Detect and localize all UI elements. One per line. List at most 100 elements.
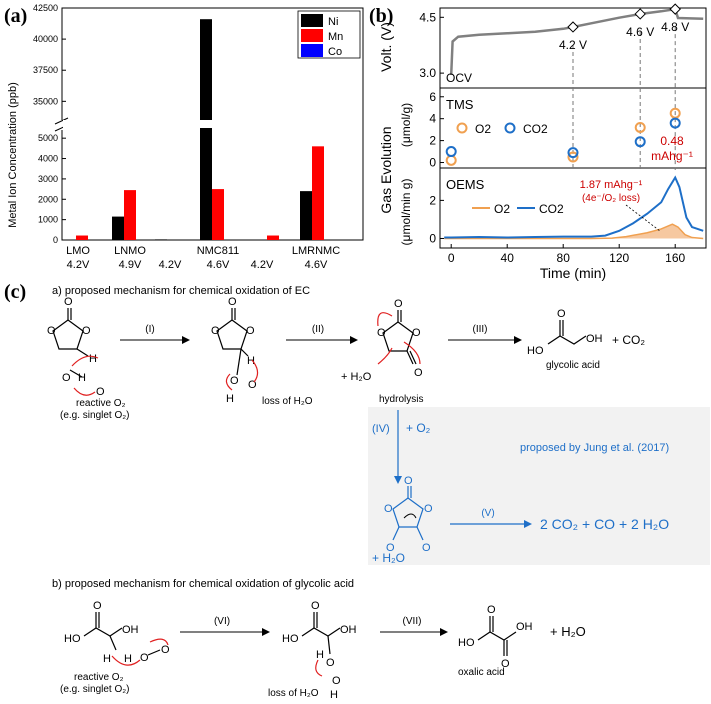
category-voltage-1: 4.9V [119, 259, 142, 271]
ytick-label-upper-1: 37500 [33, 65, 58, 75]
oxalic-ho: HO [458, 637, 475, 649]
oems-units-ylabel: (μmol/min g) [399, 179, 413, 246]
tms-title: TMS [446, 97, 474, 112]
arrow-step-iii-head [514, 336, 522, 344]
anh-ring-o-left: O [384, 503, 393, 515]
tms-units-ylabel: (μmol/g) [399, 103, 413, 147]
time-xlabel: Time (min) [540, 265, 606, 281]
voltage-marker-2 [670, 4, 680, 14]
ec2-o2-label: O [248, 379, 257, 391]
category-voltage-5: 4.6V [305, 259, 328, 271]
ec2-h2-label: H [226, 393, 234, 405]
bar-ni-2 [155, 239, 167, 240]
voltage-ylabel: Volt. (V) [378, 22, 394, 72]
h2o-blue-label: + H₂O [372, 551, 405, 565]
voltage-marker-0 [568, 22, 578, 32]
oems-tick-label-0: 0 [429, 231, 436, 245]
time-tick-label-1: 40 [501, 251, 515, 265]
panel-a-bars [76, 19, 324, 240]
reactive-o2-label: reactive O₂ [76, 398, 126, 409]
int-b-h2: H [330, 689, 338, 699]
tms-tick-label-1: 2 [429, 134, 436, 148]
int-b-h: H [316, 649, 324, 661]
panel-a-ylabel: Metal Ion Concentration (ppb) [7, 82, 19, 228]
category-name-5: LMRNMC [292, 245, 340, 257]
int-ring-o-right: O [412, 327, 421, 339]
mechanism-a-title: a) proposed mechanism for chemical oxida… [52, 285, 310, 297]
b-glycolic-ho: HO [64, 633, 81, 645]
ytick-label-lower-3: 3000 [38, 174, 58, 184]
hydrolysis-label: hydrolysis [379, 394, 423, 405]
ocv-label: OCV [446, 71, 472, 85]
ec-molecule-2 [217, 308, 248, 375]
category-voltage-2: 4.2V [159, 259, 182, 271]
legend-label-ni: Ni [328, 16, 338, 28]
anh-o-right: O [422, 542, 431, 554]
arrow-step-vi-head [262, 628, 270, 636]
int-b-o1: O [326, 657, 335, 669]
oems-annotation-line2: (4e⁻/O₂ loss) [582, 193, 640, 204]
loss-h2o-label-a: loss of H₂O [262, 396, 313, 407]
oems-annotation-pointer [626, 205, 660, 231]
gas-evolution-ylabel: Gas Evolution [378, 126, 394, 213]
plus-co2-label: + CO₂ [612, 333, 645, 347]
o2-atom-1: O [62, 372, 71, 384]
ytick-label-upper-3: 42500 [33, 3, 58, 13]
category-name-3: NMC811 [197, 245, 240, 257]
category-voltage-0: 4.2V [67, 259, 90, 271]
jung-reference-label: proposed by Jung et al. (2017) [520, 442, 669, 454]
step-iii-label: (III) [473, 324, 488, 335]
ec1-h-label: H [89, 353, 97, 365]
electron-arrow-b3 [316, 660, 322, 676]
mechanism-b-title: b) proposed mechanism for chemical oxida… [52, 578, 354, 590]
step-vi-label: (VI) [214, 616, 230, 627]
voltage-marker-label-2: 4.8 V [661, 20, 689, 34]
panel-b: (b) Volt. (V) Gas Evolution (μmol/g) (μm… [369, 4, 706, 281]
oems-legend-o2: O2 [494, 202, 510, 216]
ytick-label-lower-1: 1000 [38, 215, 58, 225]
int-b-o2: O [332, 675, 341, 687]
ec1-ring-o-left: O [47, 325, 56, 337]
ec2-carbonyl-o: O [228, 296, 237, 308]
o2-atom-2: O [96, 386, 105, 398]
step-iv-label: (IV) [372, 423, 390, 435]
ec2-ring-o-left: O [211, 325, 220, 337]
voltage-marker-label-1: 4.6 V [626, 25, 654, 39]
ytick-label-upper-2: 40000 [33, 34, 58, 44]
category-name-1: LNMO [114, 245, 146, 257]
panel-a-label: (a) [4, 5, 27, 27]
tms-legend-marker-co2 [506, 124, 515, 133]
glycolic-ho: HO [527, 345, 544, 357]
legend-label-mn: Mn [328, 31, 343, 43]
voltage-marker-1 [635, 9, 645, 19]
anh-carbonyl-o: O [404, 475, 413, 487]
legend-swatch-co [301, 44, 323, 57]
int-b-oh: OH [340, 624, 357, 636]
tms-legend-o2: O2 [475, 122, 491, 136]
ytick-label-lower-5: 5000 [38, 133, 58, 143]
electron-arrow-2 [74, 388, 95, 395]
tms-point-o2-0 [447, 156, 456, 165]
bar-mn-3 [212, 189, 224, 240]
voltage-curve-group: 4.2 V 4.6 V 4.8 V [451, 4, 703, 75]
time-tick-label-2: 80 [557, 251, 571, 265]
ytick-label-lower-2: 2000 [38, 194, 58, 204]
b-glycolic-oh: OH [122, 624, 139, 636]
voltage-marker-label-0: 4.2 V [559, 38, 587, 52]
legend-swatch-ni [301, 14, 323, 27]
panel-c-label: (c) [4, 281, 26, 303]
int-carbonyl-o: O [394, 298, 403, 310]
oxalic-oh: OH [516, 621, 533, 633]
oems-annotation-line1: 1.87 mAhg⁻¹ [580, 179, 643, 191]
b-h2-label: H [124, 653, 132, 665]
panel-c: (c) a) proposed mechanism for chemical o… [4, 281, 710, 699]
time-tick-label-4: 160 [665, 251, 685, 265]
int-b-ho: HO [282, 633, 299, 645]
b-reactive-o2-label: reactive O₂ [74, 672, 124, 683]
oems-title: OEMS [446, 177, 485, 192]
category-voltage-4: 4.2V [251, 259, 274, 271]
bar-break-bands [63, 120, 362, 128]
plus-o2-label: + O₂ [406, 421, 431, 435]
